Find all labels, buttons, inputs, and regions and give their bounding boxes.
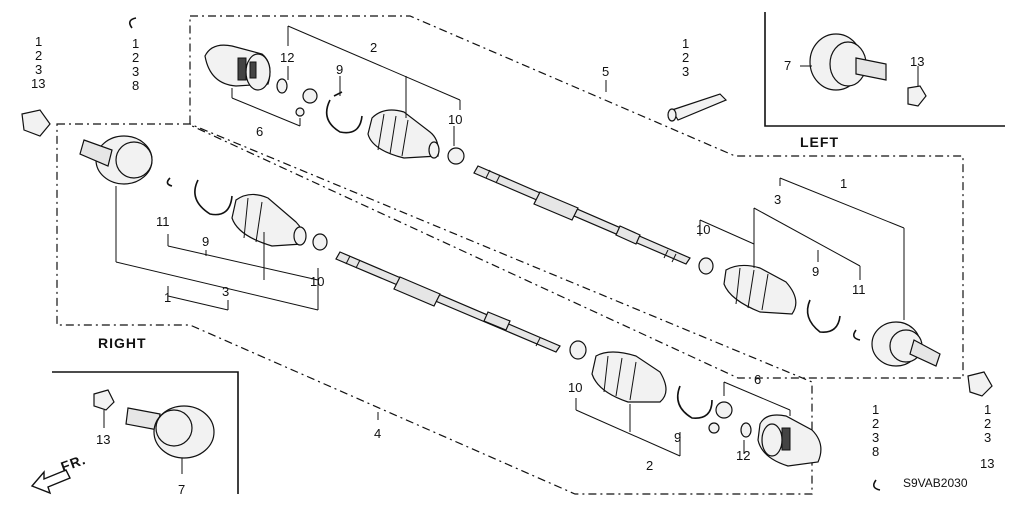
upper-axle-shaft [473, 165, 691, 265]
kit-list-top-left: 1 2 3 13 [31, 34, 45, 91]
svg-text:1: 1 [872, 402, 879, 417]
callout-11-right: 11 [156, 214, 170, 229]
callout-7-front-box: 7 [178, 482, 185, 497]
boot-band-upper-right-10 [698, 257, 714, 275]
svg-text:3: 3 [682, 64, 689, 79]
callout-10-upper: 10 [448, 112, 462, 127]
svg-text:2: 2 [984, 416, 991, 431]
svg-text:1: 1 [682, 36, 689, 51]
svg-text:3: 3 [984, 430, 991, 445]
nut-left-box-13 [907, 85, 927, 107]
svg-text:2: 2 [872, 416, 879, 431]
kit-list-bottom-right: 1 2 3 13 [980, 402, 994, 471]
boot-band-right-10 [312, 233, 328, 251]
upper-shaft-frame [189, 15, 964, 379]
outboard-boot-upper-right [723, 264, 797, 315]
left-box-frame [764, 12, 1005, 127]
callout-6-lower: 6 [754, 372, 761, 387]
outboard-joint-upper-right [871, 321, 941, 367]
grease-tube [667, 93, 728, 122]
nut-front-box-13 [93, 389, 115, 411]
clip-top-left-8 [128, 17, 137, 29]
left-label: LEFT [800, 134, 839, 150]
right-label: RIGHT [98, 335, 147, 351]
clip-upper-right-11 [166, 177, 173, 187]
callout-1-upper-right: 1 [840, 176, 847, 191]
svg-text:1: 1 [132, 36, 139, 51]
svg-text:8: 8 [872, 444, 879, 459]
diagram-code: S9VAB2030 [903, 476, 968, 490]
kit-list-top-second: 1 2 3 8 [132, 36, 139, 93]
callout-13-front-box: 13 [96, 432, 110, 447]
inboard-joint-housing-lower [757, 414, 822, 467]
callout-9-lower: 9 [674, 430, 681, 445]
tripod-joint-upper [295, 88, 318, 117]
outboard-joint-left-box [809, 33, 887, 91]
front-direction-label: FR. [59, 451, 88, 475]
outboard-boot-right-upper [231, 193, 307, 247]
front-direction-arrow-icon [30, 469, 71, 495]
boot-band-upper-right-9 [806, 299, 841, 333]
inboard-boot-lower [591, 351, 667, 403]
nut-upper-left-13 [21, 109, 51, 137]
svg-text:3: 3 [872, 430, 879, 445]
callout-11-upper-right: 11 [852, 282, 866, 297]
callout-5: 5 [602, 64, 609, 79]
callout-10-upper-right: 10 [696, 222, 710, 237]
inboard-joint-housing-upper [204, 44, 271, 91]
circlip-lower-12 [740, 422, 752, 438]
clip-lower-right-8 [872, 479, 881, 491]
callout-3-upper-right: 3 [774, 192, 781, 207]
svg-text:1: 1 [984, 402, 991, 417]
callout-9-upper-right: 9 [812, 264, 819, 279]
outboard-joint-right-upper [79, 135, 153, 185]
boot-band-lower-10 [569, 340, 587, 360]
front-box-frame [52, 371, 239, 494]
svg-text:13: 13 [980, 456, 994, 471]
clip-upper-right-end-11 [852, 329, 861, 341]
inboard-boot-upper [367, 109, 440, 159]
svg-text:2: 2 [682, 50, 689, 65]
outboard-joint-front-box [125, 405, 215, 459]
callout-3-right: 3 [222, 284, 229, 299]
circlip-upper-12 [276, 78, 288, 94]
callout-2-lower: 2 [646, 458, 653, 473]
tripod-joint-lower [708, 401, 733, 434]
boot-band-upper-10 [447, 147, 465, 165]
callout-6-upper: 6 [256, 124, 263, 139]
boot-band-lower-9 [676, 385, 713, 419]
svg-text:13: 13 [31, 76, 45, 91]
svg-text:2: 2 [132, 50, 139, 65]
callout-7-left-box: 7 [784, 58, 791, 73]
callout-10-right: 10 [310, 274, 324, 289]
callout-1-right: 1 [164, 290, 171, 305]
callout-12-lower: 12 [736, 448, 750, 463]
lower-shaft-frame [56, 123, 813, 495]
lower-axle-shaft [335, 251, 561, 353]
svg-text:8: 8 [132, 78, 139, 93]
svg-text:1: 1 [35, 34, 42, 49]
boot-band-right-9 [194, 179, 233, 216]
callout-10-lower: 10 [568, 380, 582, 395]
boot-band-upper-9 [325, 99, 363, 134]
callout-13-left-box: 13 [910, 54, 924, 69]
svg-text:3: 3 [132, 64, 139, 79]
kit-list-grease: 1 2 3 [682, 36, 689, 79]
callout-9-right: 9 [202, 234, 209, 249]
callout-numbers: 2 12 9 10 6 5 11 9 10 3 1 1 3 10 9 11 10… [96, 40, 924, 497]
callout-9-upper: 9 [336, 62, 343, 77]
nut-lower-right-13 [967, 371, 993, 397]
svg-text:3: 3 [35, 62, 42, 77]
svg-text:2: 2 [35, 48, 42, 63]
leader-lines [103, 25, 919, 474]
callout-4: 4 [374, 426, 381, 441]
callout-2-upper: 2 [370, 40, 377, 55]
callout-12-upper: 12 [280, 50, 294, 65]
kit-list-bottom-middle: 1 2 3 8 [872, 402, 879, 459]
